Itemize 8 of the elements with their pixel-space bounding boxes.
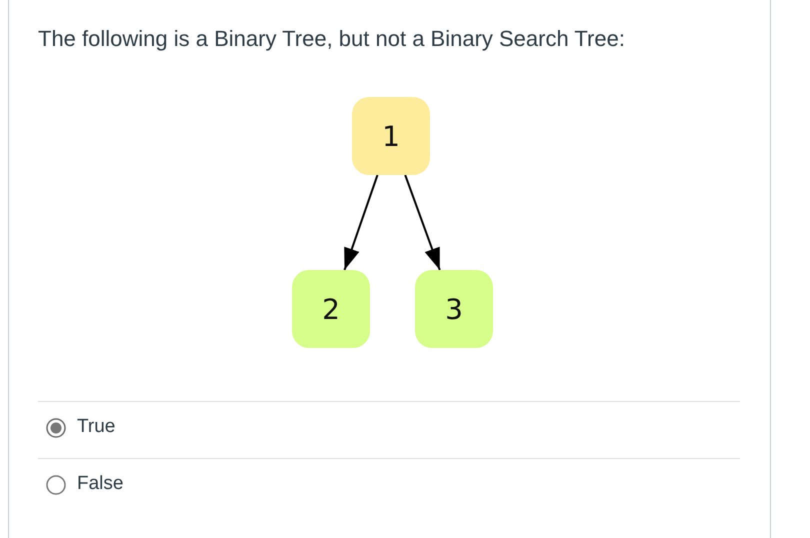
arrow	[344, 174, 378, 270]
tree-node: 2	[292, 270, 370, 348]
question-text: The following is a Binary Tree, but not a Binary Search Tree:	[38, 26, 625, 52]
answer-option: True	[77, 416, 116, 438]
arrow	[404, 174, 441, 270]
tree-node: 3	[415, 270, 493, 348]
answer-option: False	[77, 473, 124, 495]
tree-node: 1	[352, 97, 430, 175]
